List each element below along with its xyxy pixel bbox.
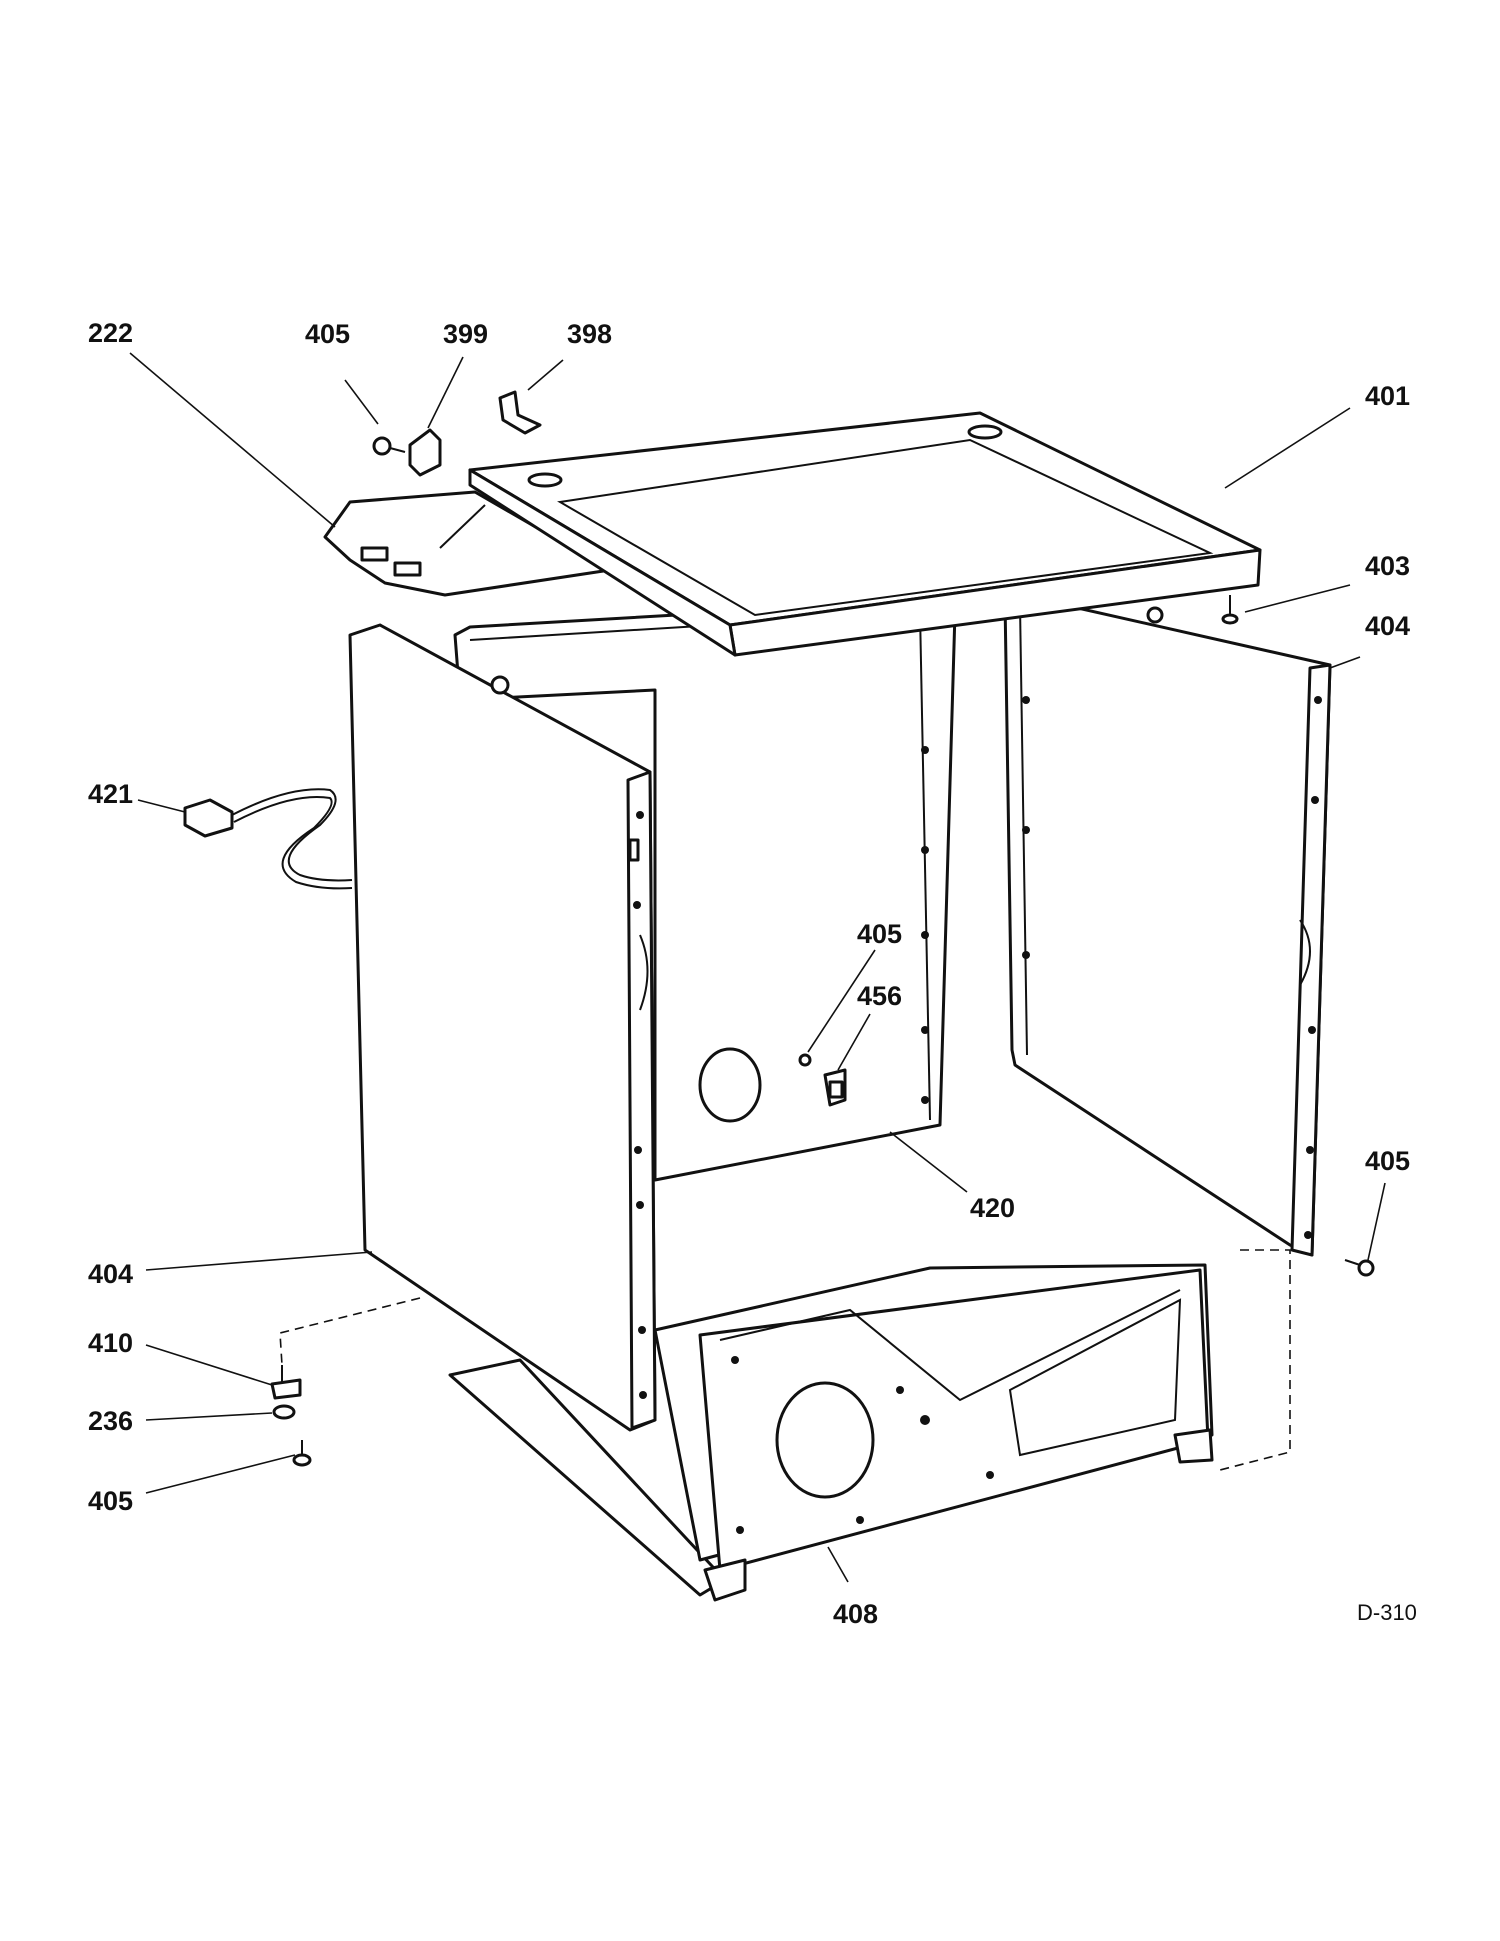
callout-401: 401 [1365,381,1410,411]
callout-410: 410 [88,1328,133,1358]
exhaust-hole [698,1047,762,1123]
callout-398: 398 [567,319,612,349]
drawing-code: D-310 [1357,1600,1417,1625]
callout-222: 222 [88,318,133,348]
right-side-panel [1003,593,1332,1257]
top-bracket [323,490,612,597]
rear-panel [453,598,957,1182]
leader-lines [129,352,1386,1583]
callout-236: 236 [88,1406,133,1436]
callout-420: 420 [970,1193,1015,1223]
power-cord [183,788,353,890]
callout-405-mid: 405 [857,919,902,949]
base-frame [448,1263,1214,1602]
top-panel [468,411,1262,657]
blower-hole [775,1381,875,1499]
alignment-lines [279,1249,1291,1471]
callout-405-top: 405 [305,319,350,349]
callout-456: 456 [857,981,902,1011]
left-side-panel [348,623,657,1432]
callout-405-bottom: 405 [88,1486,133,1516]
callout-labels: 222 405 399 398 401 403 404 421 405 456 … [88,318,1417,1629]
callout-408: 408 [833,1599,878,1629]
hardware [270,390,1375,1467]
callout-404-right: 404 [1365,611,1410,641]
callout-404-left: 404 [88,1259,133,1289]
callout-403: 403 [1365,551,1410,581]
callout-399: 399 [443,319,488,349]
callout-405-right: 405 [1365,1146,1410,1176]
callout-421: 421 [88,779,133,809]
